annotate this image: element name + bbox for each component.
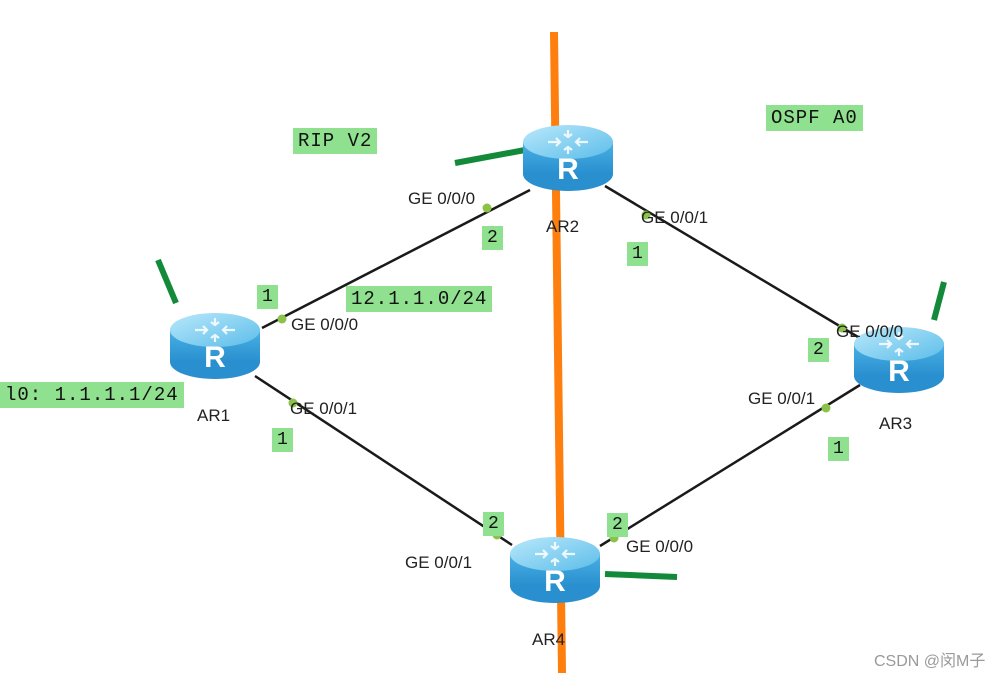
router-name-ar4: AR4 (532, 630, 566, 649)
router-name-ar3: AR3 (879, 414, 913, 433)
stub-line-ar2 (454, 147, 526, 166)
port-dot (821, 403, 831, 413)
rip-area-label: RIP V2 (293, 128, 378, 154)
host-id-ar4-ge0: 2 (607, 513, 628, 537)
router-icon-ar1[interactable] (168, 311, 262, 381)
host-id-ar2-ge0: 2 (482, 226, 503, 250)
port-label-ar1-ge0: GE 0/0/0 (291, 315, 359, 334)
port-dot (288, 398, 298, 408)
host-id-ar1-ge1: 1 (272, 428, 293, 452)
router-icon-ar2[interactable] (521, 123, 615, 193)
network-label: 12.1.1.0/24 (346, 286, 493, 312)
port-label-ar3-ge0: GE 0/0/0 (836, 322, 904, 341)
host-id-ar3-ge0: 2 (808, 338, 829, 362)
port-dot (837, 323, 847, 333)
port-label-ar2-ge0: GE 0/0/0 (408, 189, 476, 208)
stub-line-ar1 (155, 258, 179, 305)
host-id-ar1-ge0: 1 (257, 285, 278, 309)
port-dot (277, 314, 287, 324)
port-label-ar3-ge1: GE 0/0/1 (748, 389, 816, 408)
host-id-ar4-ge1: 2 (483, 512, 504, 536)
router-icon-ar4[interactable] (508, 535, 602, 605)
watermark: CSDN @闵M子 (874, 653, 986, 670)
stub-line-ar3 (931, 281, 947, 321)
host-id-ar3-ge1: 1 (828, 437, 849, 461)
host-id-ar2-ge1: 1 (627, 242, 648, 266)
router-name-ar2: AR2 (546, 217, 580, 236)
loopback-label: l0: 1.1.1.1/24 (0, 382, 184, 408)
port-label-ar1-ge1: GE 0/0/1 (290, 399, 358, 418)
link-ar1-ar2 (261, 188, 531, 330)
stub-line-ar4 (604, 571, 678, 580)
port-label-ar4-ge1: GE 0/0/1 (405, 553, 473, 572)
link-ar4-ar3 (599, 383, 861, 548)
link-ar1-ar4 (254, 374, 513, 547)
port-label-ar2-ge1: GE 0/0/1 (641, 208, 709, 227)
port-label-ar4-ge0: GE 0/0/0 (626, 537, 694, 556)
ospf-area-label: OSPF A0 (766, 105, 863, 131)
port-dot (482, 203, 492, 213)
port-dot (641, 210, 651, 220)
router-name-ar1: AR1 (197, 406, 231, 425)
